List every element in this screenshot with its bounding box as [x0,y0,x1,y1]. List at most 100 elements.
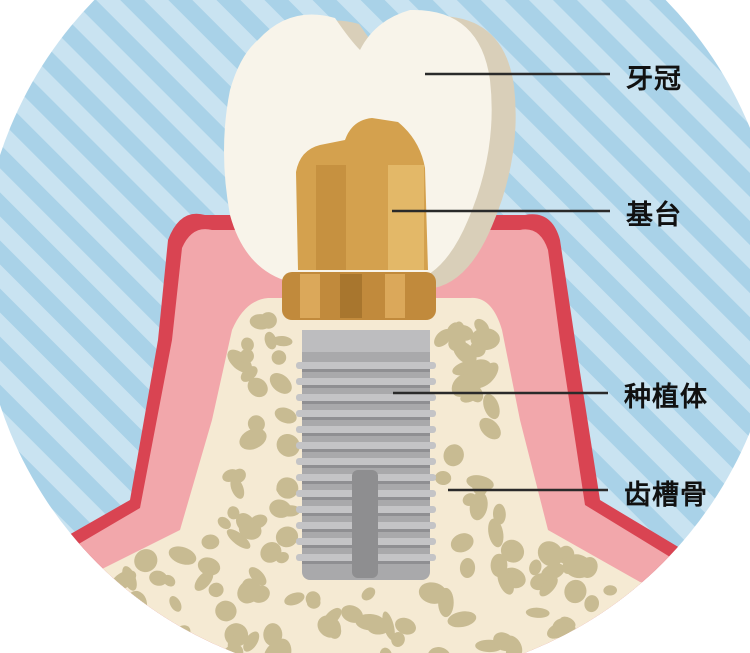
bone-cell [596,635,623,653]
bone-cell [73,644,93,653]
bone-cell [149,570,168,586]
bone-cell [100,606,120,627]
bone-cell [249,314,272,330]
bone-cell [572,646,597,653]
crown-label: 牙冠 [626,64,682,95]
bone-cell [447,611,477,628]
bone-cell [241,337,254,352]
bone-cell [562,555,577,574]
bone-cell [529,559,542,576]
bone-cell [443,444,464,467]
abutment-label: 基台 [626,200,682,231]
bone-cell [217,516,231,530]
bone-cell [169,596,182,612]
bone-cell [247,377,268,398]
bone-cell [146,639,161,653]
bone-cell [395,617,416,635]
bone-cell [584,595,600,613]
bone-cell [239,348,254,364]
bone-cell [547,623,567,639]
bone-cell [243,631,260,652]
abutment-shape [282,118,436,320]
bone-cell [201,534,220,550]
bone-cell [466,475,494,491]
bone-cell [263,623,283,647]
bone-cell [448,335,466,352]
bone-cell [382,611,395,640]
bone-cell [122,566,137,591]
bone-cell [505,646,518,653]
bone-cell [247,415,265,433]
bone-cell [107,611,124,628]
bone-cell [525,607,550,618]
bone-cell [427,647,451,653]
bone-cell [603,585,617,596]
bone-cell [317,615,341,638]
bone-cell [469,491,488,521]
bone-cell [168,546,197,565]
bone-cell [98,639,119,653]
bone-cell [221,644,244,653]
bone-cell [644,633,674,653]
bone-cell [643,635,658,649]
bone-cell [585,644,601,653]
implant-label: 种植体 [624,382,708,413]
bone-cell [276,477,299,499]
bone-cell [306,596,321,609]
bone-cell [470,328,500,351]
bone-cell [134,549,158,573]
implant-screw [296,330,436,580]
bone-cell [677,621,697,638]
bone-cell [459,558,476,578]
bone-cell [677,647,693,653]
bone-cell [497,568,514,595]
bone-cell [537,541,564,567]
bone-cell [237,579,261,604]
bone-cell [582,642,599,653]
bone-cell [653,641,669,653]
bone-cell [67,635,80,653]
bone-cell [493,632,515,652]
bone-cell [539,576,558,597]
bone-cell [446,322,461,340]
bone-cell [271,350,287,365]
bone-cell [227,349,253,373]
bone-cell [379,647,393,653]
bone-cell [276,433,300,457]
bone-cell [239,428,267,450]
bone-cell [264,331,277,350]
bone-cell [588,644,610,653]
bone-cell [52,642,73,653]
bone-cell [541,563,565,581]
bone-cell [263,643,282,653]
bone-cell [272,335,293,347]
bone-cell [248,567,267,586]
bone-cell [227,506,240,520]
bone-cell [238,520,262,540]
bone-cell [70,627,88,648]
bone-cell [208,582,224,598]
bone-cell [222,469,239,483]
bone-cell [492,503,506,525]
bone-cell [269,499,292,518]
bone-cell [488,518,504,548]
bone-cell [355,613,385,631]
bone-cell [114,618,137,646]
bone-cell [274,407,297,424]
bone-cell [284,592,305,606]
bone-cell [240,366,258,382]
bone-cell [450,533,474,553]
bone-cell [275,526,299,548]
bone-cell [461,371,491,389]
bone-cell [597,617,618,638]
bone-cell [435,470,452,486]
bone-cell [269,372,292,394]
bone-cell [230,477,245,499]
bone-cell [226,529,251,549]
bone-cell [500,539,525,563]
bone-cell [194,570,214,591]
bone-cell [418,582,447,604]
bone-cell [163,574,176,587]
alveolar-bone-label: 齿槽骨 [624,480,708,511]
